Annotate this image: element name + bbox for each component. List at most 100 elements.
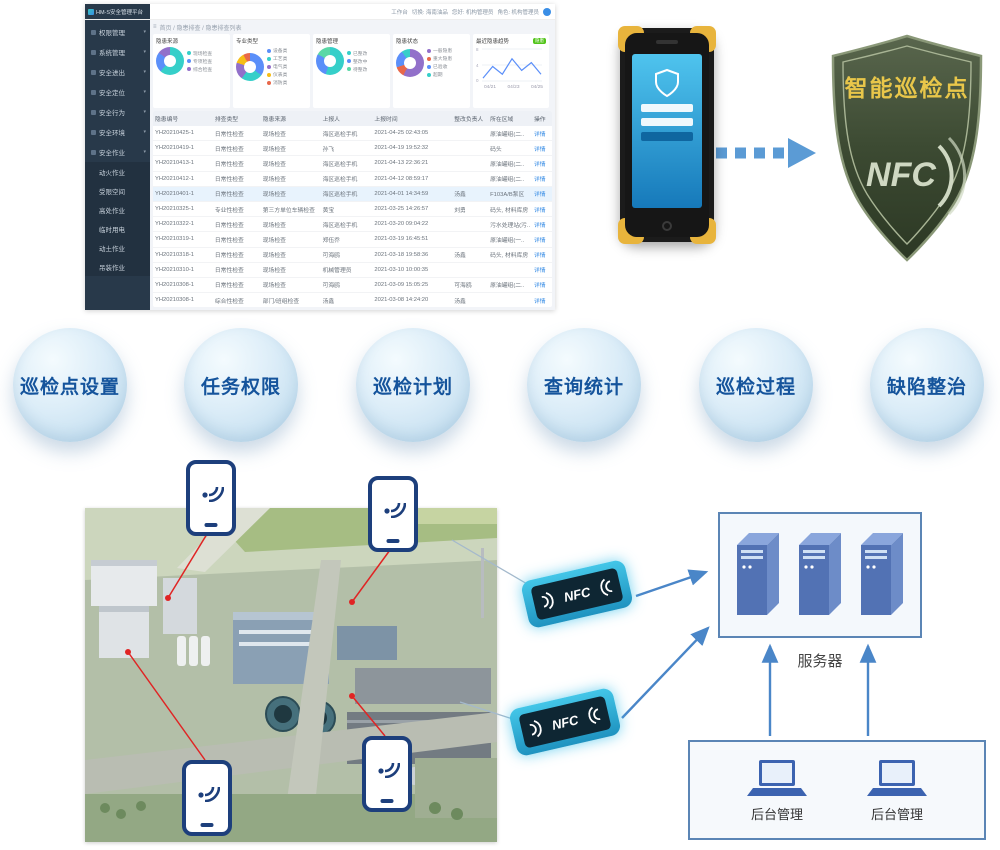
cell: 孙飞 [320,140,373,157]
legend-dot [347,59,351,63]
cell: 汤鑫 [452,292,489,307]
cell [452,171,489,187]
detail-link[interactable]: 详情 [534,207,546,214]
sidebar-item-hotwork[interactable]: 动火作业 [85,162,150,181]
cell: 海区巡检手机 [320,126,373,142]
backend-group-box: 后台管理 后台管理 [688,740,986,840]
cell: 汤鑫 [452,247,489,263]
cell: 详情 [532,262,552,278]
sidebar-item-lifting[interactable]: 吊装作业 [85,257,150,276]
greeting-label: 您好: 机构管理员 [451,9,494,16]
inspector-phone-icon [186,460,236,536]
detail-link[interactable]: 详情 [534,283,546,290]
sidebar-item-permissions[interactable]: 权限管理▾ [85,22,150,42]
donut-chart [316,47,344,75]
feature-bubble-permission: 任务权限 [184,328,298,442]
org-switch-label[interactable]: 切换: 海南油品 [411,9,448,16]
detail-link[interactable]: 详情 [534,192,546,199]
cell: 综合性检查 [212,292,261,307]
cell: 日常性检查 [212,277,261,294]
legend-dot [267,80,271,85]
sidebar-item-behavior[interactable]: 安全行为▾ [85,102,150,122]
home-bar [386,539,400,543]
inspector-phone-icon [368,476,418,552]
detail-link[interactable]: 详情 [534,222,546,229]
feature-label: 任务权限 [200,376,281,398]
cell: 郑伍乔 [320,231,373,248]
legend-label: 专项检查 [193,59,213,65]
nfc-reader-device: NFC [507,686,623,758]
cell: 日常性检查 [212,126,261,142]
menu-icon [91,69,96,75]
cell: YH20210322-1 [153,216,213,233]
cell: YH20210318-1 [153,247,213,263]
trend-line-chart [481,48,542,82]
sidebar-item-environment[interactable]: 安全环境▾ [85,122,150,142]
app-title: HM-S安全管理平台 [96,9,144,16]
sidebar-item-access[interactable]: 安全进出▾ [85,62,150,82]
sidebar-item-height[interactable]: 高处作业 [85,200,150,219]
sidebar-item-work[interactable]: 安全作业▾ [85,142,150,162]
menu-toggle-icon[interactable]: ≡ [153,24,157,30]
legend-dot [267,72,271,77]
nfc-display: NFC [541,578,613,610]
feature-bubble-statistics: 查询统计 [527,328,641,442]
nfc-display: NFC [529,706,601,738]
sidebar-item-label: 动火作业 [99,169,125,177]
trend-panel: 最近隐患趋势隐患 8 4 0 [473,34,549,108]
detail-link[interactable]: 详情 [534,298,546,305]
detail-link[interactable]: 详情 [534,237,546,244]
y-tick: 4 [476,62,479,68]
feature-label: 巡检计划 [372,376,453,398]
cell: 2021-03-08 14:24:20 [372,292,453,307]
detail-link[interactable]: 详情 [534,131,546,138]
legend-label: 已整改 [353,51,368,57]
y-tick: 0 [476,78,479,83]
detail-link[interactable]: 详情 [534,268,546,275]
legend-dot [347,67,351,71]
sidebar-item-power[interactable]: 临时用电 [85,219,150,238]
cell: YH20210308-1 [153,292,213,307]
cell: 污水处理站(污.. [488,216,532,233]
laptop-icon [867,759,927,796]
badge-title: 智能巡检点 [845,75,970,101]
sidebar-item-label: 安全作业 [99,150,125,157]
cell: 现场检查 [260,277,321,294]
sidebar-item-location[interactable]: 安全定位▾ [85,82,150,102]
login-password-field[interactable] [641,118,693,126]
detail-link[interactable]: 详情 [534,146,546,153]
nfc-wave-icon [384,502,406,518]
cell: 详情 [532,231,552,248]
legend-dot [267,48,271,53]
menu-icon [91,89,96,95]
speaker-slot [656,40,678,44]
cell: 2021-03-09 15:05:25 [372,277,453,294]
login-username-field[interactable] [641,104,693,112]
column-header: 操作 [532,111,552,126]
cell: 2021-04-25 02:43:05 [372,126,453,142]
login-button[interactable] [641,132,693,141]
detail-link[interactable]: 详情 [534,177,546,184]
cell: 刘勇 [452,201,489,218]
sidebar-item-confined[interactable]: 受限空间 [85,181,150,200]
server-icon [861,533,903,615]
feature-label: 巡检过程 [715,376,796,398]
sidebar-item-earthwork[interactable]: 动土作业 [85,238,150,257]
avatar[interactable] [543,7,551,16]
sidebar-item-system[interactable]: 系统管理▾ [85,42,150,62]
legend-dot [187,51,191,55]
workbench-label[interactable]: 工作台 [391,9,408,16]
cell: 日常性检查 [212,155,261,172]
home-button[interactable] [662,221,672,231]
chevron-down-icon: ▾ [143,69,146,75]
cell: 详情 [532,140,552,157]
cell: 现场检查 [260,140,321,157]
detail-link[interactable]: 详情 [534,253,546,260]
cell: 现场检查 [260,171,321,187]
detail-link[interactable]: 详情 [534,161,546,168]
